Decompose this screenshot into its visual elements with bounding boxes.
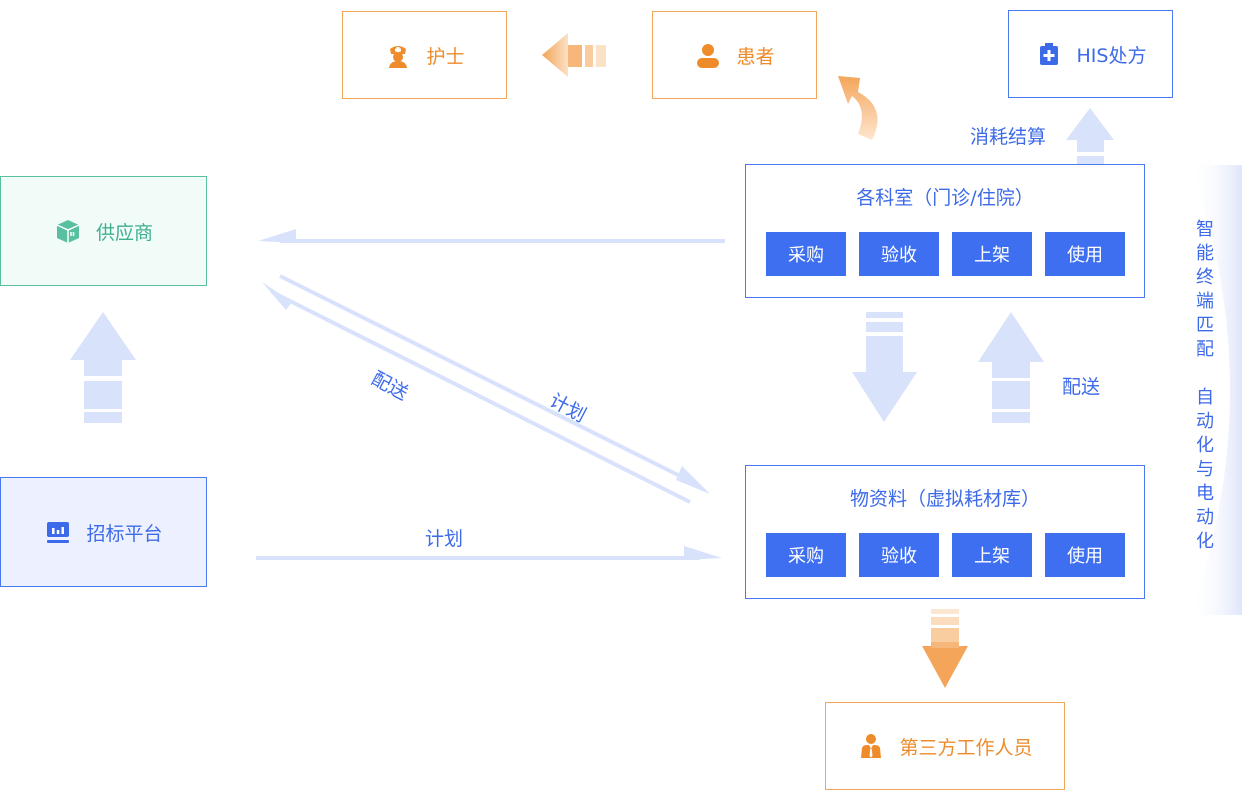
label-delivery-right: 配送 (1062, 376, 1101, 398)
arrow-patient-to-nurse (542, 33, 606, 77)
side-arc-decoration (1190, 165, 1242, 615)
arrow-tender-to-materials (256, 546, 722, 560)
side-char: 自 (1196, 387, 1214, 408)
tender-platform-node: 招标平台 (0, 477, 207, 587)
nurse-icon (389, 46, 408, 68)
departments-title: 各科室（门诊/住院） (856, 187, 1034, 209)
supplier-node: 供应商 (0, 176, 207, 286)
side-char: 与 (1196, 459, 1214, 480)
medical-clipboard-icon (1039, 43, 1058, 65)
arrow-departments-to-patient (838, 76, 878, 140)
person-icon (697, 44, 720, 68)
side-char: 动 (1196, 411, 1214, 432)
staff-person-icon (861, 734, 882, 758)
dashboard-chart-icon (47, 522, 70, 543)
departments-inspect-button[interactable]: 验收 (859, 232, 939, 276)
side-char: 动 (1196, 507, 1214, 528)
side-char: 终 (1196, 267, 1214, 288)
arrow-tender-to-supplier (70, 312, 136, 423)
materials-use-button[interactable]: 使用 (1045, 533, 1125, 577)
side-text-automation: 自 动 化 与 电 动 化 (1194, 386, 1216, 554)
nurse-node: 护士 (342, 11, 507, 99)
patient-label: 患者 (736, 45, 775, 68)
departments-purchase-button[interactable]: 采购 (766, 232, 846, 276)
side-char: 匹 (1196, 315, 1214, 336)
nurse-label: 护士 (426, 45, 465, 68)
side-char: 能 (1196, 243, 1214, 264)
arrow-materials-to-third-party (922, 609, 968, 688)
label-consumption-settlement: 消耗结算 (970, 126, 1047, 148)
arrow-materials-to-supplier-delivery (262, 282, 691, 504)
departments-use-button[interactable]: 使用 (1045, 232, 1125, 276)
side-char: 智 (1196, 219, 1214, 240)
side-char: 化 (1196, 531, 1214, 552)
third-party-label: 第三方工作人员 (899, 736, 1033, 759)
side-char: 端 (1196, 291, 1214, 312)
materials-title: 物资料（虚拟耗材库） (849, 488, 1040, 510)
arrow-supplier-to-materials-plan (279, 274, 710, 494)
supplier-label: 供应商 (95, 221, 153, 244)
departments-panel: 各科室（门诊/住院） 采购 验收 上架 使用 (745, 164, 1145, 298)
package-box-icon (56, 220, 80, 243)
arrow-departments-to-materials (852, 312, 917, 422)
departments-shelve-button[interactable]: 上架 (952, 232, 1032, 276)
arrow-materials-to-departments (978, 312, 1044, 423)
materials-inspect-button[interactable]: 验收 (859, 533, 939, 577)
patient-node: 患者 (652, 11, 817, 99)
materials-purchase-button[interactable]: 采购 (766, 533, 846, 577)
materials-panel: 物资料（虚拟耗材库） 采购 验收 上架 使用 (745, 465, 1145, 599)
side-char: 电 (1196, 483, 1214, 504)
tender-label: 招标平台 (86, 522, 163, 545)
side-char: 化 (1196, 435, 1214, 456)
third-party-staff-node: 第三方工作人员 (825, 702, 1065, 790)
label-plan-bottom: 计划 (425, 528, 464, 550)
arrow-departments-to-supplier (258, 229, 725, 243)
his-prescription-node: HIS处方 (1008, 10, 1173, 98)
side-char: 配 (1196, 339, 1214, 360)
materials-shelve-button[interactable]: 上架 (952, 533, 1032, 577)
his-label: HIS处方 (1076, 44, 1147, 67)
side-text-smart-terminal: 智 能 终 端 匹 配 (1194, 218, 1216, 362)
